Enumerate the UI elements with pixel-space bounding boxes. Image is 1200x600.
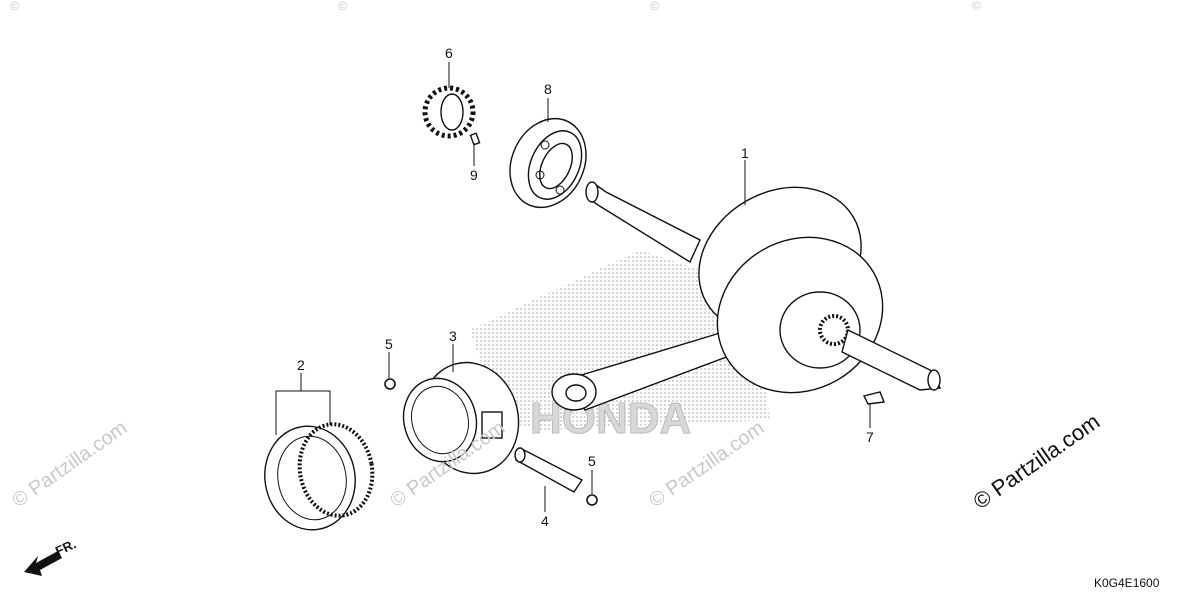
piston-pin-clip-part5b — [586, 494, 598, 506]
callout-7: 7 — [866, 429, 874, 445]
front-direction-indicator: FR. — [24, 536, 78, 576]
key-part7 — [862, 391, 885, 405]
leader-lines — [275, 62, 871, 512]
callout-9: 9 — [470, 167, 478, 183]
honda-logo: HONDA — [470, 250, 770, 444]
woodruff-key-part9 — [469, 132, 481, 146]
sprocket-gear-part6 — [422, 85, 476, 139]
diagram-code: K0G4E1600 — [1094, 576, 1160, 590]
piston-part3 — [402, 361, 520, 475]
watermark-main: © Partzilla.com — [969, 409, 1105, 515]
front-arrow-icon — [24, 551, 62, 576]
piston-rings-part2 — [264, 422, 375, 531]
callout-5a: 5 — [385, 336, 393, 352]
front-label: FR. — [53, 536, 78, 558]
svg-text:©: © — [338, 0, 347, 13]
honda-logo-text: HONDA — [530, 394, 691, 443]
svg-text:©: © — [650, 0, 659, 13]
callout-2: 2 — [297, 357, 305, 373]
svg-text:©: © — [972, 0, 981, 13]
callout-4: 4 — [541, 513, 549, 529]
ball-bearing-part8 — [509, 117, 587, 209]
watermark-left: © Partzilla.com — [8, 417, 131, 512]
svg-text:©: © — [10, 0, 19, 13]
callout-numbers: 1 2 3 4 5 5 6 7 8 9 — [297, 45, 874, 529]
piston-pin-clip-part5a — [384, 378, 396, 390]
callout-1: 1 — [741, 145, 749, 161]
crankshaft-assembly-part1 — [551, 181, 942, 411]
piston-pin-part4 — [514, 447, 584, 493]
callout-3: 3 — [449, 328, 457, 344]
callout-5b: 5 — [588, 453, 596, 469]
callout-6: 6 — [445, 45, 453, 61]
corner-watermarks: © © © © — [10, 0, 981, 13]
callout-8: 8 — [544, 81, 552, 97]
